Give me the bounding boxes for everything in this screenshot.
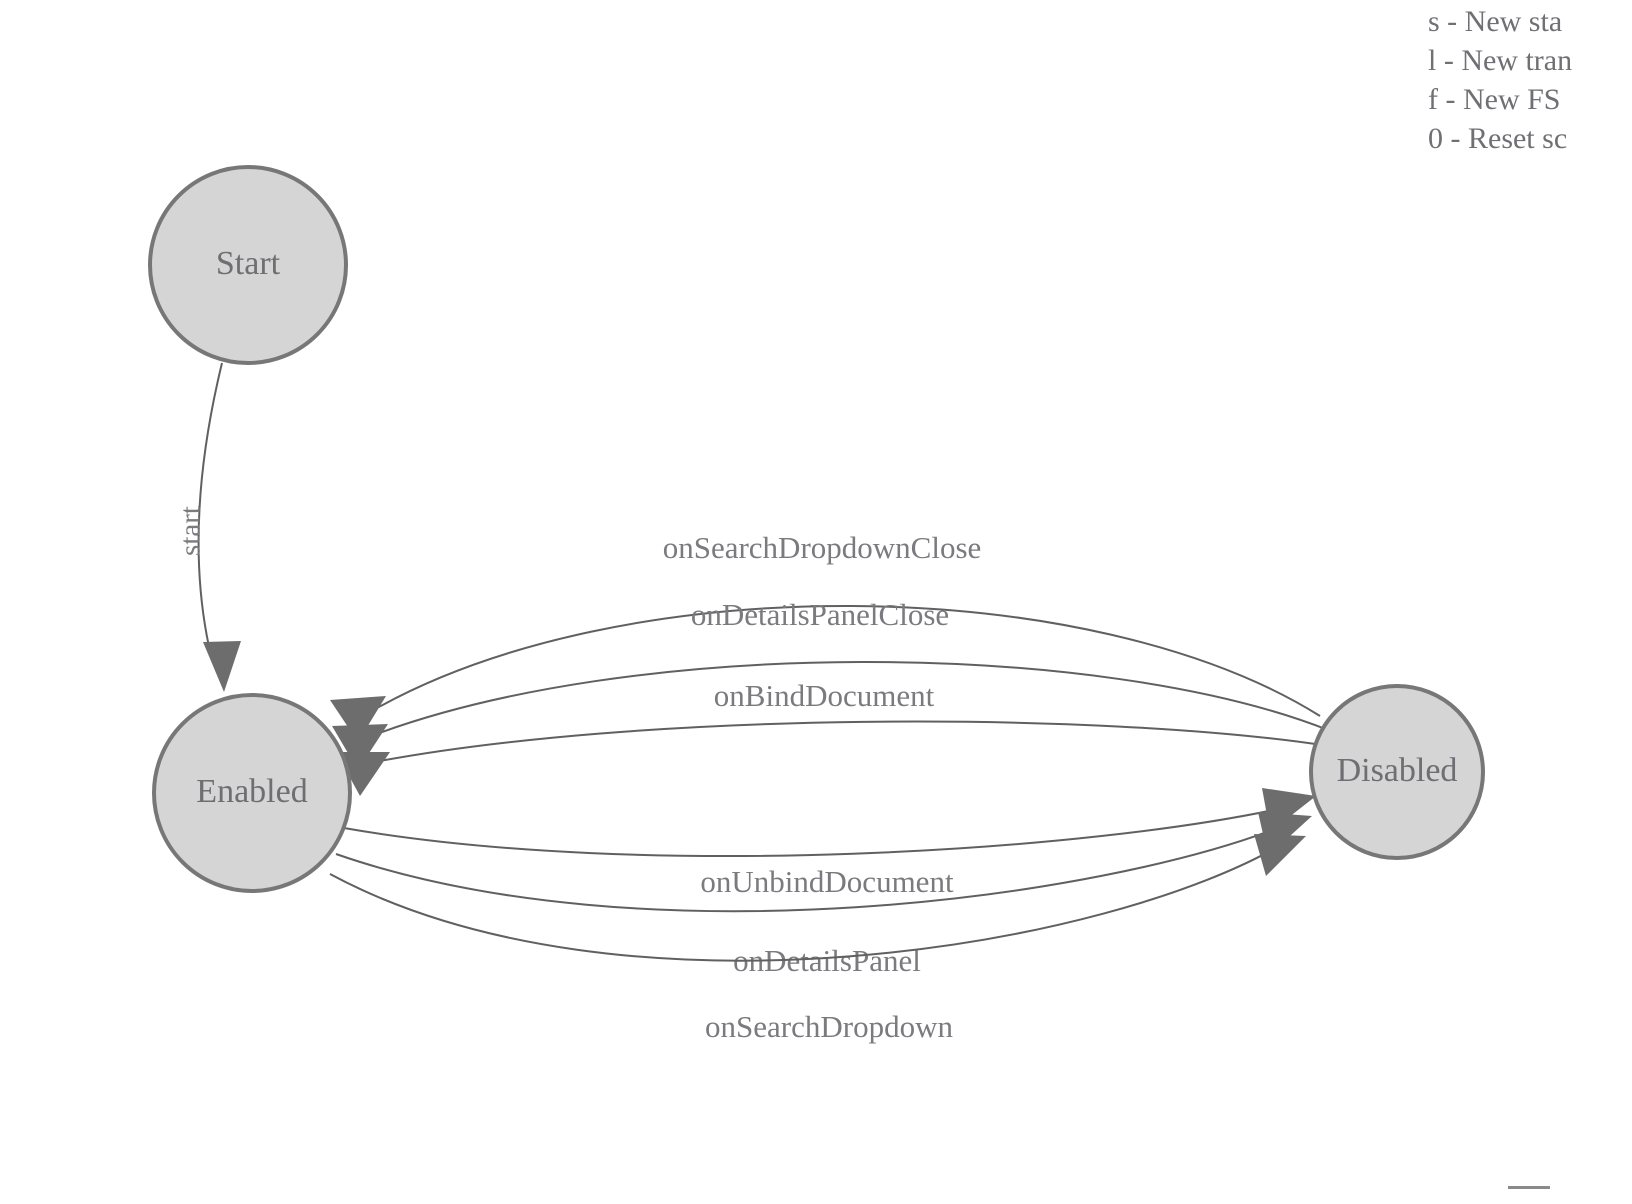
edge-on-bind-document-arrowhead	[336, 752, 390, 796]
node-start-circle[interactable]	[148, 165, 348, 365]
edge-on-search-dropdown-close-path[interactable]	[369, 605, 1321, 717]
edge-on-search-dropdown-path[interactable]	[329, 841, 1287, 962]
node-start[interactable]: Start	[148, 165, 348, 365]
node-enabled-label: Enabled	[196, 773, 307, 810]
edge-start[interactable]: start	[175, 362, 241, 692]
edge-on-details-panel-close-label: onDetailsPanelClose	[691, 597, 949, 632]
edge-on-search-dropdown-close-arrowhead	[330, 696, 386, 742]
edge-on-unbind-document-path[interactable]	[343, 805, 1293, 858]
edge-start-label: start	[175, 506, 207, 556]
edge-on-search-dropdown[interactable]: onSearchDropdown	[329, 834, 1306, 1044]
edge-on-details-panel-close-path[interactable]	[365, 661, 1329, 739]
edge-on-bind-document[interactable]: onBindDocument	[336, 678, 1323, 796]
edge-on-unbind-document[interactable]: onUnbindDocument	[343, 788, 1316, 899]
node-enabled[interactable]: Enabled	[152, 693, 352, 893]
edge-on-details-panel-close[interactable]: onDetailsPanelClose	[332, 597, 1329, 770]
edge-on-details-panel-path[interactable]	[335, 823, 1289, 913]
node-disabled-circle[interactable]	[1309, 684, 1485, 860]
edge-start-path[interactable]	[197, 362, 223, 661]
edge-on-unbind-document-label: onUnbindDocument	[700, 864, 954, 899]
node-disabled-label: Disabled	[1337, 752, 1458, 789]
node-disabled[interactable]: Disabled	[1309, 684, 1485, 860]
edge-on-search-dropdown-arrowhead	[1254, 834, 1306, 876]
edge-on-search-dropdown-close-label: onSearchDropdownClose	[663, 530, 982, 565]
edge-on-search-dropdown-close[interactable]: onSearchDropdownClose	[330, 530, 1321, 742]
edge-on-bind-document-label: onBindDocument	[714, 678, 935, 713]
edge-start-arrowhead	[203, 641, 241, 692]
edge-on-details-panel-close-arrowhead	[332, 724, 388, 770]
edge-on-bind-document-path[interactable]	[363, 720, 1323, 765]
node-enabled-circle[interactable]	[152, 693, 352, 893]
edge-on-search-dropdown-label: onSearchDropdown	[705, 1009, 953, 1044]
node-start-label: Start	[216, 245, 281, 282]
bottom-edge-mark	[1508, 1186, 1550, 1189]
